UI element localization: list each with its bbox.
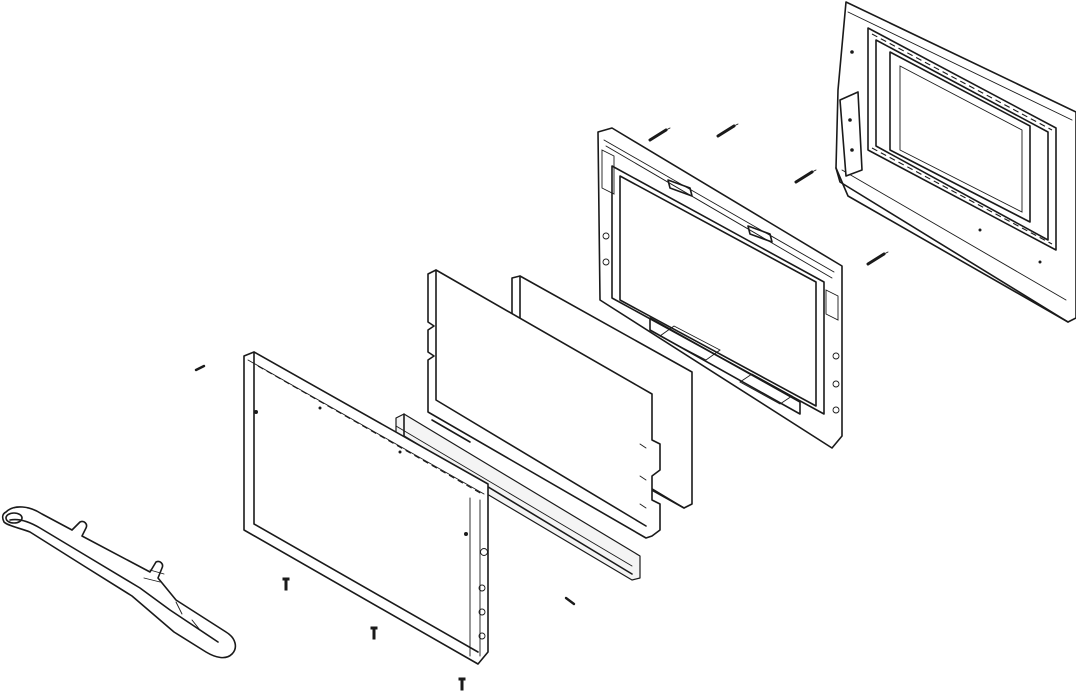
oven-cavity-front: [836, 2, 1076, 322]
door-handle: [3, 507, 236, 658]
